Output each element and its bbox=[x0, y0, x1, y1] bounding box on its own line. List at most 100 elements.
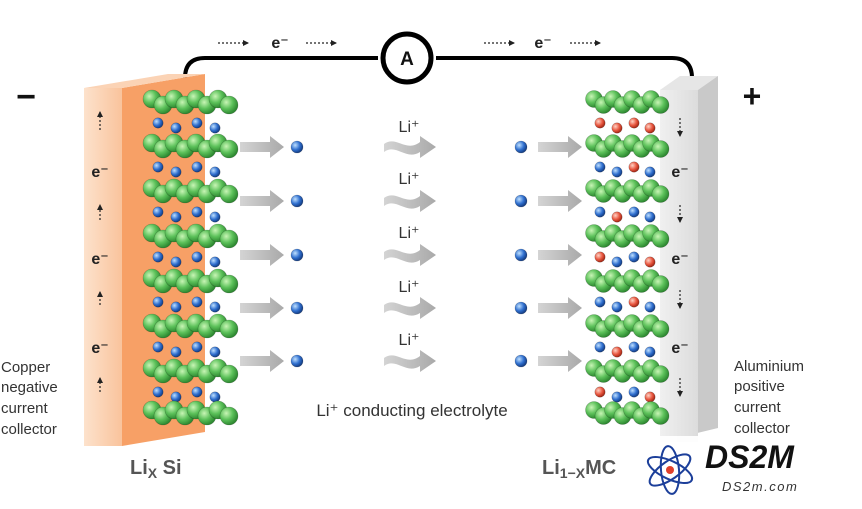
ion-direction-arrow bbox=[538, 297, 582, 319]
aluminium-caption-line-3: current bbox=[734, 399, 782, 416]
li-ion-label-5: Li⁺ bbox=[399, 332, 420, 349]
migrating-lithium-ion bbox=[290, 194, 304, 208]
oxide-sphere bbox=[644, 391, 656, 403]
anode-formula-sub: X bbox=[148, 465, 158, 481]
anode-formula: LiX Si bbox=[130, 457, 182, 481]
electron-flow-left: e⁻ bbox=[218, 35, 337, 52]
lithium-ion-sphere bbox=[644, 346, 656, 358]
oxide-sphere bbox=[628, 296, 640, 308]
lithium-ion-sphere bbox=[152, 117, 164, 129]
copper-current-collector bbox=[84, 74, 205, 446]
cathode-formula-main: Li bbox=[542, 457, 560, 479]
migrating-lithium-ion bbox=[290, 248, 304, 262]
lithium-ion-sphere bbox=[594, 161, 606, 173]
lithium-ion-sphere bbox=[191, 296, 203, 308]
ion-wave-arrow bbox=[384, 350, 436, 372]
lithium-ion-sphere bbox=[170, 346, 182, 358]
lithium-ion-sphere bbox=[191, 117, 203, 129]
lithium-ion-sphere bbox=[209, 256, 221, 268]
anode-electron-label-2: e⁻ bbox=[91, 251, 108, 268]
lithium-ion-sphere bbox=[152, 386, 164, 398]
ammeter: A bbox=[380, 31, 434, 85]
lithium-ion-sphere bbox=[628, 251, 640, 263]
graphite-sphere bbox=[219, 184, 239, 204]
lithium-ion-sphere bbox=[209, 166, 221, 178]
aluminium-collector-caption: Aluminium positive current collector bbox=[734, 358, 804, 437]
lithium-ion-sphere bbox=[209, 391, 221, 403]
lithium-ion-sphere bbox=[628, 206, 640, 218]
lithium-ion-sphere bbox=[152, 296, 164, 308]
oxide-sphere bbox=[628, 117, 640, 129]
oxide-sphere bbox=[611, 122, 623, 134]
ion-direction-arrow bbox=[240, 244, 284, 266]
electron-flow-right: e⁻ bbox=[484, 35, 601, 52]
lithium-ion-sphere bbox=[191, 161, 203, 173]
ion-direction-arrow bbox=[538, 350, 582, 372]
lithium-ion-sphere bbox=[191, 251, 203, 263]
lithium-ion-sphere bbox=[152, 206, 164, 218]
cathode-electron-label-3: e⁻ bbox=[671, 340, 688, 357]
copper-collector-caption: Copper negative current collector bbox=[1, 359, 58, 438]
lithium-ion-sphere bbox=[170, 211, 182, 223]
watermark-brand: DS2M bbox=[705, 439, 795, 475]
ion-direction-arrow bbox=[538, 244, 582, 266]
oxide-sphere bbox=[628, 161, 640, 173]
lithium-ion-sphere bbox=[644, 211, 656, 223]
migrating-lithium-ion bbox=[290, 354, 304, 368]
oxide-sphere bbox=[594, 251, 606, 263]
lithium-ion-sphere bbox=[611, 166, 623, 178]
graphite-sphere bbox=[219, 229, 239, 249]
anode-formula-main: Li bbox=[130, 457, 148, 479]
lithium-ion-sphere bbox=[152, 251, 164, 263]
graphite-sphere bbox=[219, 406, 239, 426]
electron-flow-left-label: e⁻ bbox=[271, 35, 288, 52]
ion-direction-arrow bbox=[538, 190, 582, 212]
lithium-ion-sphere bbox=[594, 206, 606, 218]
cathode-formula: Li1−XMC bbox=[542, 457, 616, 481]
anode-active-material bbox=[142, 89, 239, 426]
lithium-ion-sphere bbox=[191, 206, 203, 218]
lithium-ion-sphere bbox=[170, 256, 182, 268]
graphite-sphere bbox=[219, 139, 239, 159]
lithium-ion-sphere bbox=[644, 301, 656, 313]
ion-direction-arrow bbox=[240, 297, 284, 319]
oxide-sphere bbox=[611, 346, 623, 358]
lithium-ion-sphere bbox=[209, 211, 221, 223]
lithium-ion-sphere bbox=[209, 301, 221, 313]
oxide-sphere bbox=[594, 386, 606, 398]
li-ion-label-1: Li⁺ bbox=[399, 119, 420, 136]
cathode-electron-label-1: e⁻ bbox=[671, 164, 688, 181]
lithium-ion-sphere bbox=[170, 301, 182, 313]
electrolyte-label: Li⁺ conducting electrolyte bbox=[316, 401, 507, 420]
oxide-sphere bbox=[644, 256, 656, 268]
migrating-lithium-ion bbox=[514, 194, 528, 208]
copper-caption-line-4: collector bbox=[1, 421, 57, 438]
graphite-sphere bbox=[219, 95, 239, 115]
graphite-sphere bbox=[219, 274, 239, 294]
ion-transport-rows bbox=[240, 136, 582, 372]
migrating-lithium-ion bbox=[514, 248, 528, 262]
atom-logo-icon bbox=[646, 445, 694, 495]
lithium-ion-sphere bbox=[209, 122, 221, 134]
cathode-electron-label-2: e⁻ bbox=[671, 251, 688, 268]
lithium-ion-sphere bbox=[611, 256, 623, 268]
host-sphere bbox=[651, 185, 670, 203]
migrating-lithium-ion bbox=[290, 140, 304, 154]
ion-wave-arrow bbox=[384, 190, 436, 212]
aluminium-caption-line-4: collector bbox=[734, 420, 790, 437]
lithium-ion-sphere bbox=[611, 301, 623, 313]
li-ion-label-3: Li⁺ bbox=[399, 225, 420, 242]
host-sphere bbox=[651, 320, 670, 338]
host-sphere bbox=[651, 96, 670, 114]
ion-wave-arrow bbox=[384, 244, 436, 266]
collector-electron-arrows bbox=[97, 111, 683, 397]
migrating-lithium-ion bbox=[514, 140, 528, 154]
oxide-sphere bbox=[594, 117, 606, 129]
ammeter-label: A bbox=[400, 49, 414, 70]
anode-formula-tail: Si bbox=[157, 457, 181, 479]
lithium-ion-sphere bbox=[152, 161, 164, 173]
host-sphere bbox=[651, 365, 670, 383]
lithium-ion-sphere bbox=[170, 166, 182, 178]
